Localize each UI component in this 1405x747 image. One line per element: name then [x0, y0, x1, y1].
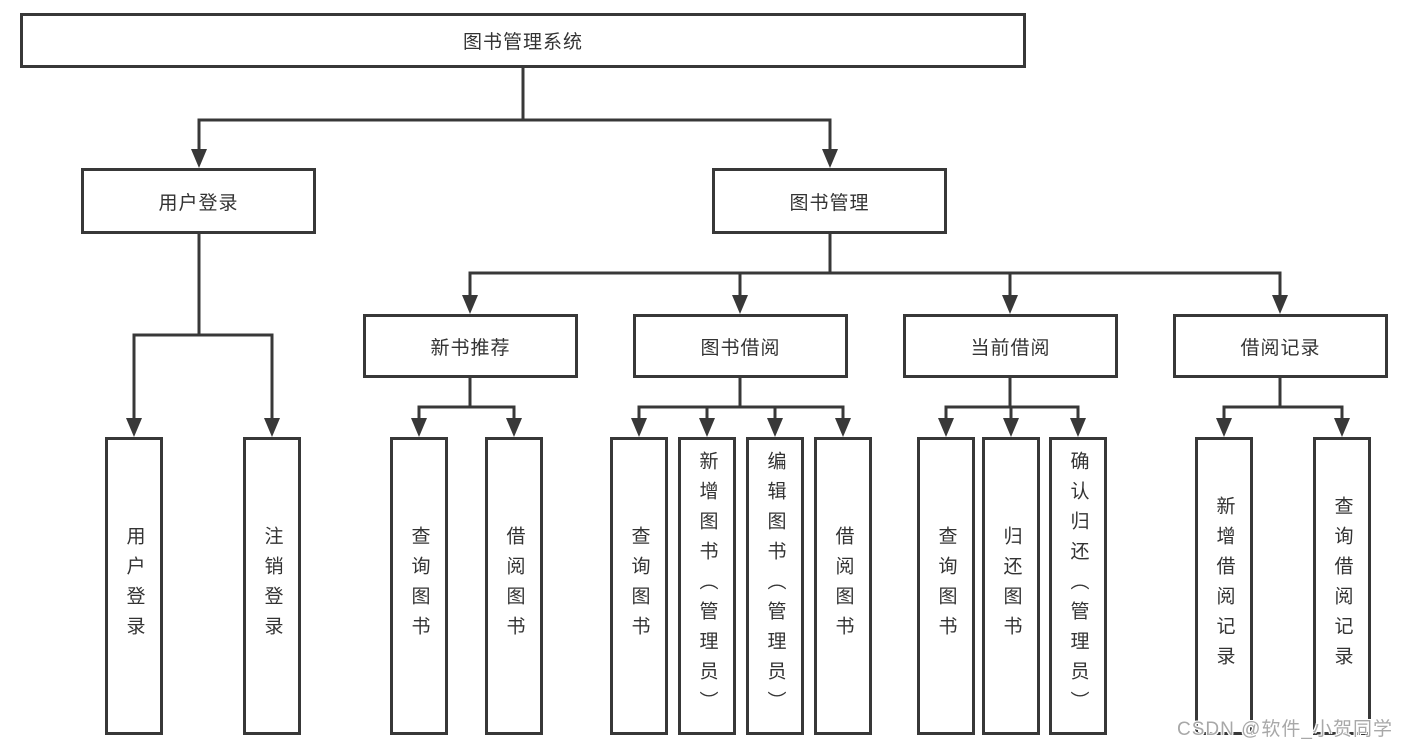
node-library-system-label: 图书管理系统 [462, 32, 583, 53]
connector-root-to-level2 [191, 68, 838, 168]
leaf-add-books-admin-label: 新增图书（管理员） [696, 451, 718, 721]
node-book-borrow-label: 图书借阅 [700, 337, 781, 359]
leaf-edit-books-admin-label: 编辑图书（管理员） [764, 451, 786, 721]
leaf-add-borrow-record: 新增借阅记录 [1195, 437, 1253, 735]
leaf-add-books-admin: 新增图书（管理员） [678, 437, 736, 735]
leaf-add-borrow-record-label: 新增借阅记录 [1213, 496, 1235, 676]
connector-borrow-children [631, 378, 851, 437]
node-book-borrow: 图书借阅 [633, 314, 848, 378]
leaf-query-books-3: 查询图书 [917, 437, 975, 735]
node-user-login-branch: 用户登录 [81, 168, 316, 234]
connector-user-login-children [126, 234, 280, 437]
csdn-watermark: CSDN @软件_小贺同学 [1177, 719, 1393, 740]
node-current-borrow-label: 当前借阅 [970, 337, 1051, 359]
node-borrow-record-label: 借阅记录 [1240, 337, 1321, 359]
node-new-book-recommend-label: 新书推荐 [430, 337, 511, 359]
leaf-borrow-books-2: 借阅图书 [814, 437, 872, 735]
leaf-confirm-return-admin-label: 确认归还（管理员） [1067, 451, 1089, 721]
leaf-edit-books-admin: 编辑图书（管理员） [746, 437, 804, 735]
node-borrow-record: 借阅记录 [1173, 314, 1388, 378]
leaf-logout: 注销登录 [243, 437, 301, 735]
node-book-management: 图书管理 [712, 168, 947, 234]
leaf-query-books-3-label: 查询图书 [935, 526, 957, 646]
leaf-borrow-books-1: 借阅图书 [485, 437, 543, 735]
leaf-borrow-books-2-label: 借阅图书 [832, 526, 854, 646]
leaf-return-books: 归还图书 [982, 437, 1040, 735]
leaf-query-books-2-label: 查询图书 [628, 526, 650, 646]
connector-current-borrow-children [938, 378, 1086, 437]
connector-record-children [1216, 378, 1350, 437]
leaf-query-borrow-record-label: 查询借阅记录 [1331, 496, 1353, 676]
leaf-user-login-label: 用户登录 [123, 526, 145, 646]
leaf-return-books-label: 归还图书 [1000, 526, 1022, 646]
node-current-borrow: 当前借阅 [903, 314, 1118, 378]
leaf-query-books-2: 查询图书 [610, 437, 668, 735]
node-library-system: 图书管理系统 [20, 13, 1026, 68]
connector-book-mgmt-children [462, 234, 1288, 314]
leaf-query-borrow-record: 查询借阅记录 [1313, 437, 1371, 735]
node-new-book-recommend: 新书推荐 [363, 314, 578, 378]
leaf-query-books-1-label: 查询图书 [408, 526, 430, 646]
leaf-user-login: 用户登录 [105, 437, 163, 735]
leaf-borrow-books-1-label: 借阅图书 [503, 526, 525, 646]
leaf-confirm-return-admin: 确认归还（管理员） [1049, 437, 1107, 735]
leaf-logout-label: 注销登录 [261, 526, 283, 646]
node-book-management-label: 图书管理 [789, 192, 870, 214]
node-user-login-branch-label: 用户登录 [158, 192, 239, 214]
leaf-query-books-1: 查询图书 [390, 437, 448, 735]
connector-new-book-children [411, 378, 522, 437]
